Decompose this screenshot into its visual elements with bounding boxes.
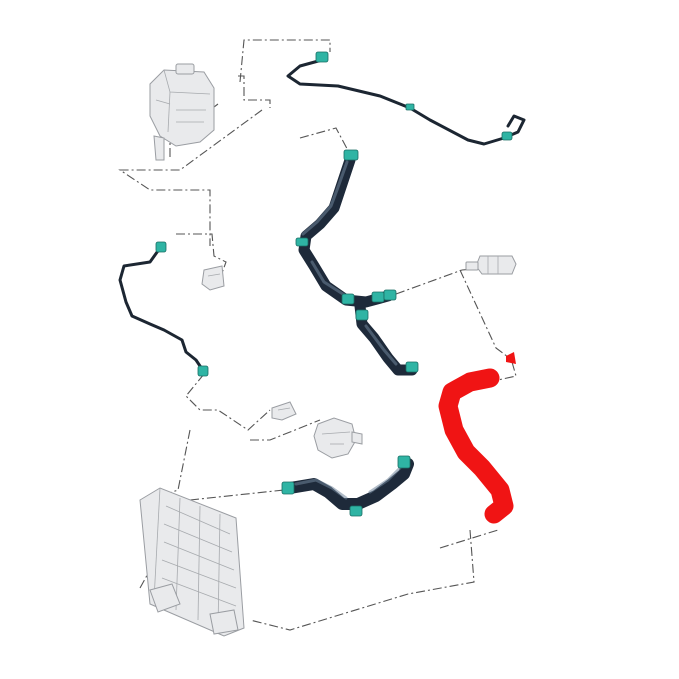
pipe-connector (155, 241, 167, 253)
hose-clamp (271, 401, 297, 421)
leader-line (176, 233, 227, 285)
pipe-connector (501, 131, 513, 141)
coolant-reservoir (149, 63, 215, 161)
leader-line (250, 419, 321, 441)
leader-line (439, 529, 499, 549)
pipe-bracket (201, 265, 225, 291)
hose-clip (349, 505, 363, 517)
thermostat-housing (313, 417, 363, 459)
pipe-connector (405, 103, 415, 111)
leader-line (299, 127, 353, 159)
reservoir-bleed-pipe (286, 51, 526, 146)
radiator (139, 487, 245, 637)
hose-clip (371, 291, 385, 303)
leader-line (459, 269, 513, 361)
hose-clip (355, 309, 369, 321)
hose-clip (343, 149, 359, 161)
radiator-upper-hose (281, 455, 414, 517)
pipe-connector (315, 51, 329, 63)
radiator-lower-hose (438, 352, 516, 524)
leader-line (395, 267, 487, 295)
leader-line (249, 529, 475, 631)
leader-line (238, 75, 271, 108)
hose-clip (295, 237, 309, 247)
quick-connector (465, 255, 517, 275)
hose-clip (397, 455, 411, 469)
overflow-pipe (118, 241, 209, 377)
hose-clip (383, 289, 397, 301)
hose-clamp-highlight (506, 352, 516, 364)
leader-line (189, 489, 285, 501)
hose-clip (281, 481, 295, 495)
hose-clip (341, 293, 355, 305)
leader-line (185, 373, 271, 431)
leader-line (497, 361, 517, 381)
heater-hose-assembly (295, 149, 419, 376)
leader-line (149, 429, 191, 501)
pipe-connector (197, 365, 209, 377)
leader-line (239, 39, 331, 83)
hose-clip (405, 361, 419, 373)
